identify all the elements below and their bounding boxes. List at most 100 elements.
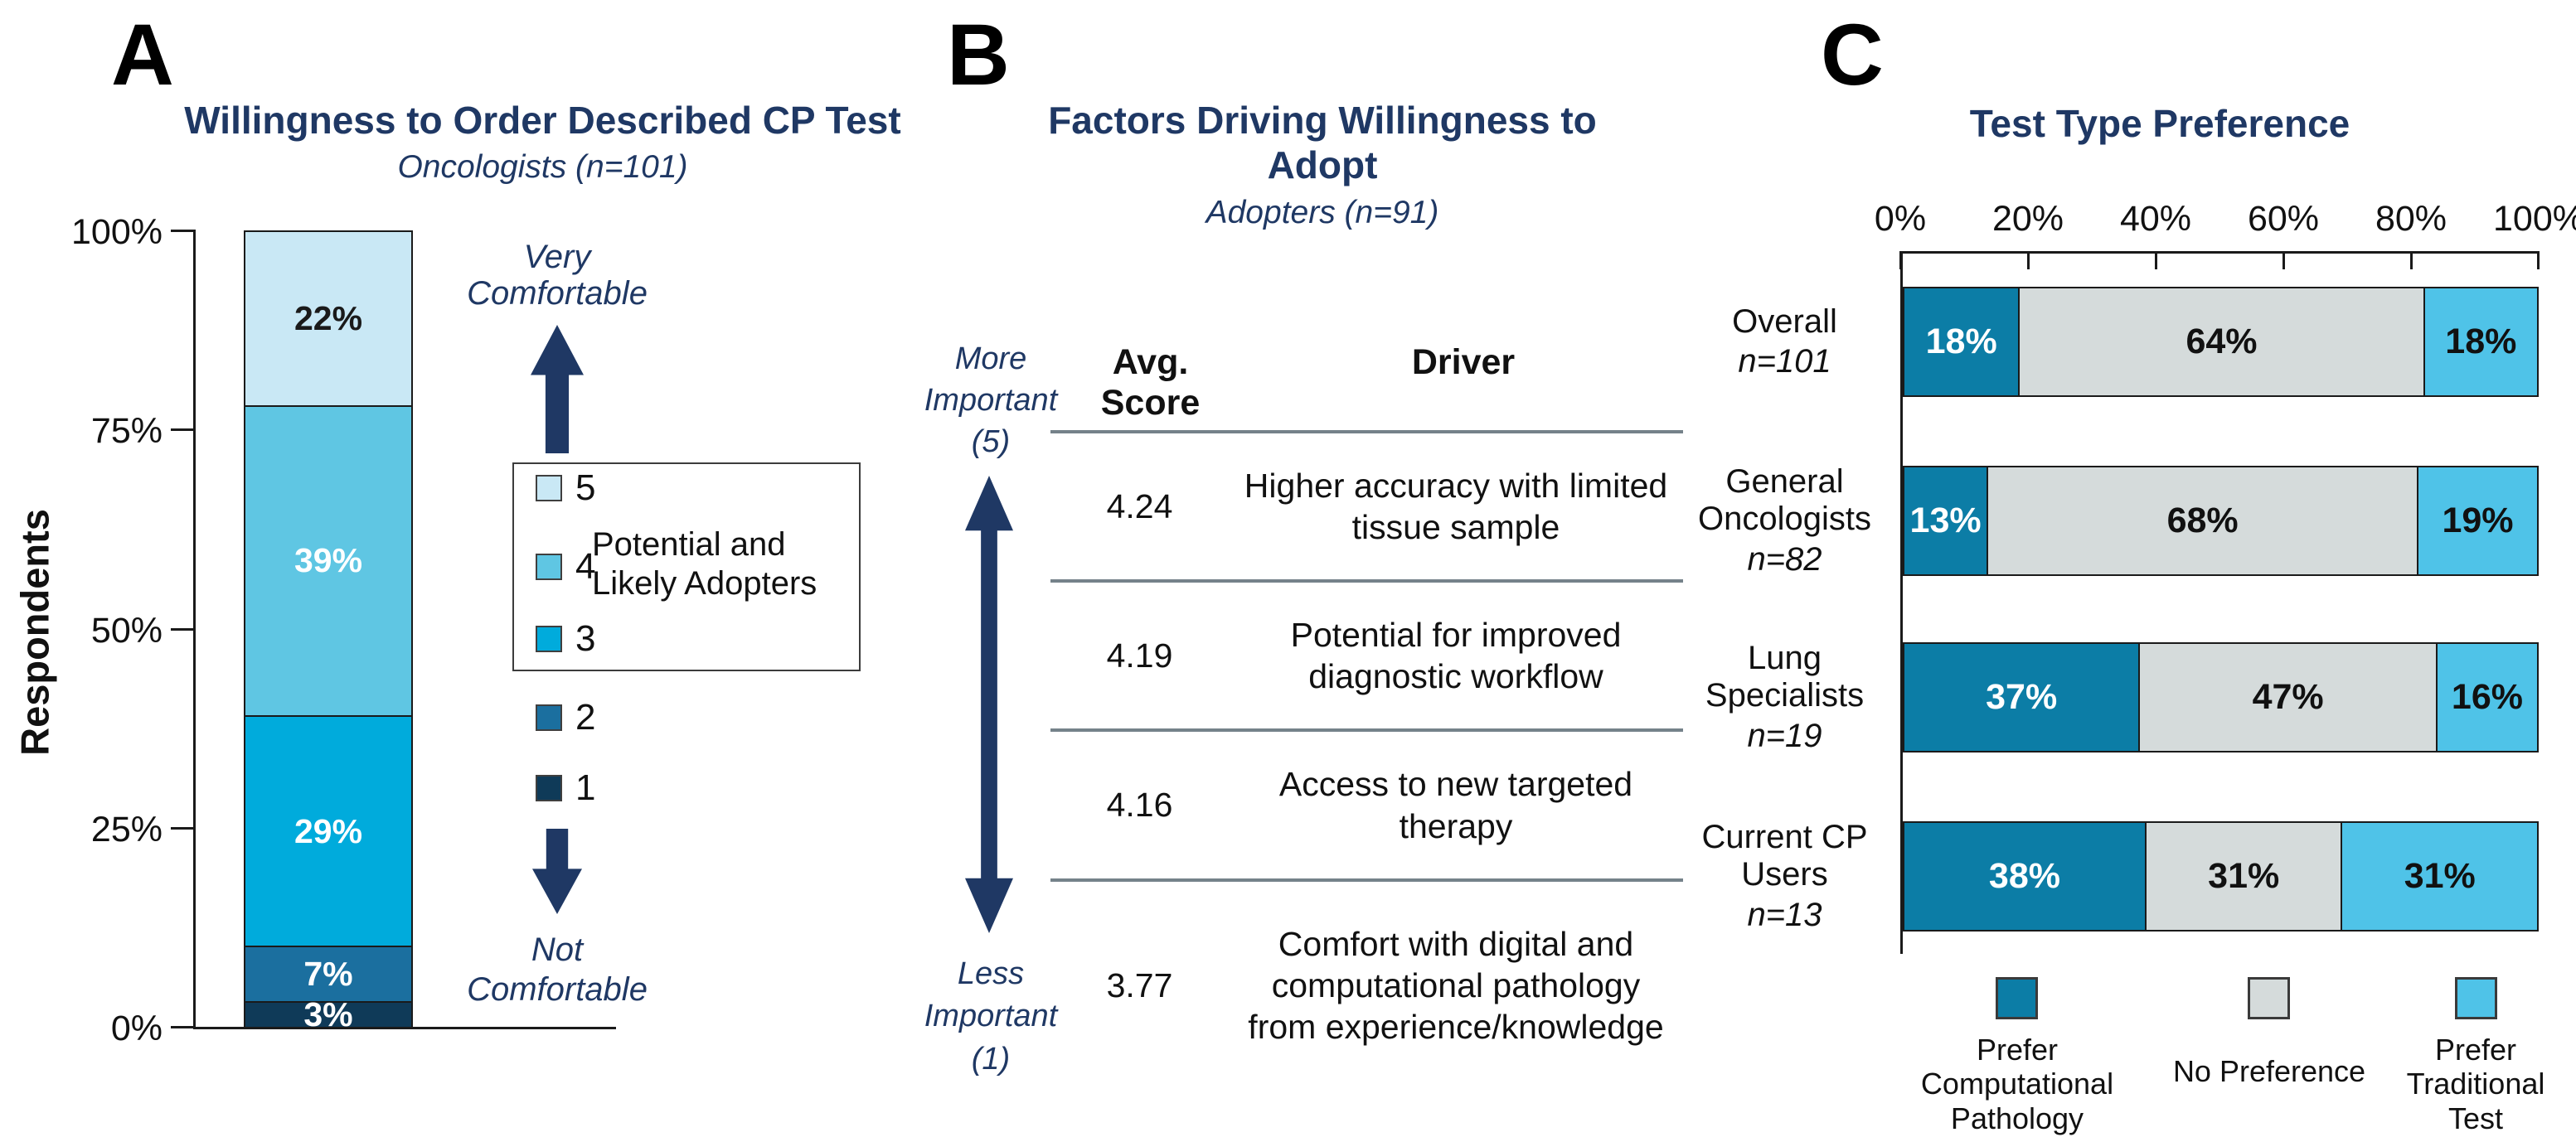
hbar-overall: 18% 64% 18% [1903, 287, 2539, 397]
segment-prefer-cp: 18% [1904, 288, 2019, 395]
driver-text: Access to new targeted therapy [1278, 765, 1633, 845]
rating4-swatch-icon [536, 554, 562, 580]
hbar-general-oncologists: 13% 68% 19% [1903, 466, 2539, 576]
row-label-overall: Overall n=101 [1683, 287, 1886, 397]
bar-segment-label: 39% [293, 541, 363, 580]
segment-label: 19% [2442, 501, 2514, 540]
group-n: n=19 [1747, 717, 1822, 754]
x-tick-60: 60% [2247, 199, 2320, 239]
table-rule [1050, 878, 1683, 882]
panel-a-y-axis-line [193, 230, 196, 1028]
panel-b-letter: B [947, 7, 1010, 104]
legend-prefer-traditional-label: Prefer Traditional Test [2406, 1033, 2545, 1135]
table-row: 4.24 Higher accuracy with limited tissue… [1050, 433, 1683, 579]
table-rule [1050, 579, 1683, 583]
row-label-general-oncologists: General Oncologists n=82 [1683, 463, 1886, 578]
y-tickmark [171, 827, 196, 830]
segment-label: 31% [2404, 856, 2476, 896]
segment-label: 16% [2451, 677, 2523, 717]
legend-item-label: 2 [575, 697, 596, 738]
legend-very-comfortable-label: Very Comfortable [467, 239, 648, 312]
segment-label: 31% [2208, 856, 2280, 896]
group-name: Lung Specialists [1705, 640, 1865, 714]
rating3-swatch-icon [536, 626, 562, 652]
avg-score-value: 4.19 [1106, 636, 1173, 675]
adopters-note: Potential and Likely Adopters [592, 526, 817, 602]
segment-label: 13% [1909, 501, 1982, 540]
panel-b-title-block: Factors Driving Willingness to Adopt Ado… [958, 98, 1687, 231]
x-tick-0: 0% [1874, 199, 1927, 239]
avg-score-value: 3.77 [1106, 965, 1173, 1004]
segment-no-preference: 68% [1987, 467, 2418, 574]
legend-item-label: 1 [575, 767, 596, 808]
segment-label: 47% [2252, 677, 2324, 717]
segment-no-preference: 64% [2018, 288, 2423, 395]
group-n: n=82 [1747, 540, 1822, 578]
legend-item-label: 4 [575, 546, 596, 587]
legend-not-comfortable-label: Not Comfortable [467, 932, 648, 1008]
bar-segment-rating5: 22% [245, 232, 411, 407]
segment-prefer-traditional: 31% [2341, 823, 2537, 930]
bar-segment-label: 7% [303, 955, 353, 994]
legend-no-preference-label: No Preference [2172, 1054, 2366, 1088]
legend-item-label: 3 [575, 618, 596, 659]
bar-segment-label: 3% [303, 995, 353, 1034]
x-tickmark [2537, 251, 2540, 269]
panel-c-title: Test Type Preference [1969, 102, 2350, 145]
group-n: n=101 [1738, 343, 1831, 380]
segment-no-preference: 31% [2144, 823, 2341, 930]
panel-a-letter: A [111, 7, 174, 104]
up-arrow-icon [531, 325, 584, 453]
hbar-current-cp-users: 38% 31% 31% [1903, 821, 2539, 932]
rating5-swatch-icon [536, 475, 562, 501]
legend-item-1: 1 [536, 767, 595, 809]
prefer-cp-swatch-icon [1996, 977, 2038, 1019]
segment-prefer-traditional: 16% [2435, 644, 2537, 751]
group-name: Current CP Users [1701, 819, 1868, 893]
panel-c-title-block: Test Type Preference [1865, 101, 2454, 146]
driver-column-header: Driver [1411, 342, 1516, 382]
panel-c-x-axis-line [1900, 251, 2540, 254]
more-important-label: More Important (5) [924, 341, 1058, 460]
legend-item-3: 3 [536, 618, 595, 660]
group-name: General Oncologists [1698, 463, 1871, 537]
segment-prefer-traditional: 18% [2423, 288, 2537, 395]
rating2-swatch-icon [536, 704, 562, 731]
driver-text: Comfort with digital and computational p… [1248, 924, 1664, 1046]
no-preference-swatch-icon [2248, 977, 2290, 1019]
down-arrow-icon [532, 829, 582, 914]
legend-item-4: 4 [536, 546, 595, 588]
legend-prefer-cp-label: Prefer Computational Pathology [1920, 1033, 2114, 1135]
segment-prefer-traditional: 19% [2417, 467, 2537, 574]
panel-c-left-axis-line [1900, 251, 1903, 954]
panel-b-title: Factors Driving Willingness to Adopt [1048, 99, 1597, 187]
x-tickmark [2155, 251, 2157, 269]
segment-label: 37% [1986, 677, 2058, 717]
x-tickmark [2410, 251, 2413, 269]
legend-item-2: 2 [536, 697, 595, 738]
group-name: Overall [1732, 302, 1837, 340]
prefer-traditional-swatch-icon [2455, 977, 2497, 1019]
panel-a-subtitle: Oncologists (n=101) [397, 149, 688, 186]
adopters-legend-box [512, 462, 861, 671]
segment-no-preference: 47% [2138, 644, 2436, 751]
segment-label: 18% [1925, 322, 1997, 361]
group-n: n=13 [1747, 896, 1822, 933]
table-row: 3.77 Comfort with digital and computatio… [1050, 882, 1683, 1089]
bar-segment-rating3: 29% [245, 716, 411, 948]
panel-c-letter: C [1821, 7, 1884, 104]
hbar-lung-specialists: 37% 47% 16% [1903, 642, 2539, 752]
table-rule [1050, 728, 1683, 732]
y-tickmark [171, 230, 196, 232]
y-tick-25: 25% [90, 810, 163, 849]
avg-score-column-header: Avg. Score [1100, 342, 1201, 423]
driver-text: Potential for improved diagnostic workfl… [1290, 615, 1622, 695]
y-tickmark [171, 428, 196, 431]
panel-a-stacked-bar: 22% 39% 29% 7% 3% [244, 230, 413, 1032]
x-tickmark [2283, 251, 2285, 269]
importance-scale-double-arrow-icon [965, 476, 1013, 933]
table-row: 4.16 Access to new targeted therapy [1050, 732, 1683, 878]
bar-segment-rating1: 3% [245, 998, 411, 1032]
y-tickmark [171, 628, 196, 631]
segment-label: 68% [2166, 501, 2239, 540]
